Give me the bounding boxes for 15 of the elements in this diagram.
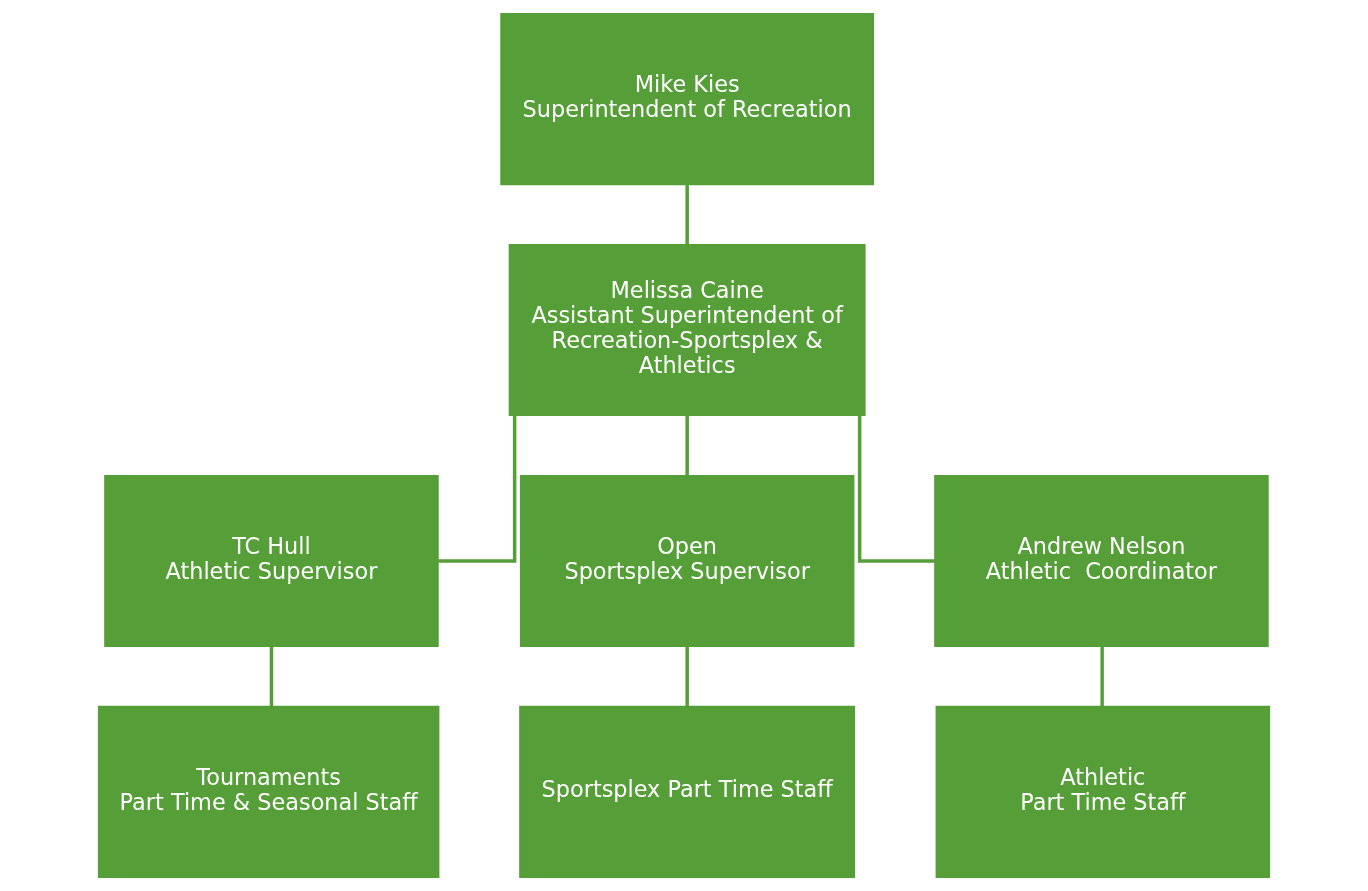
node-box: Tournaments Part Time & Seasonal Staff [97,705,440,878]
connector [685,416,689,476]
node-box: Athletic Part Time Staff [935,705,1271,878]
connector [1100,646,1104,707]
node-box: Open Sportsplex Supervisor [519,474,855,648]
node-box: TC Hull Athletic Supervisor [104,474,439,648]
node-box: Andrew Nelson Athletic Coordinator [934,474,1269,648]
node-box: Mike Kies Superintendent of Recreation [500,13,874,186]
node-box: Melissa Caine Assistant Superintendent of Recreation-Sportsplex & Athletics [508,243,866,417]
connector [269,646,274,707]
connector [857,416,935,563]
connector [685,185,689,245]
connector [438,416,517,563]
connector [685,646,689,707]
node-box: Sportsplex Part Time Staff [519,705,856,878]
